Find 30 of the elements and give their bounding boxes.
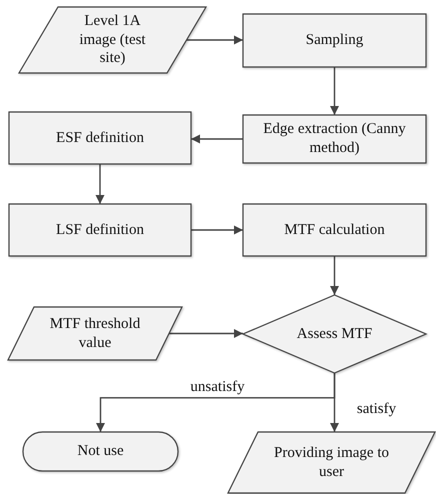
- step-label: Edge extraction (Canny method): [262, 120, 407, 158]
- step-label: ESF definition: [56, 128, 144, 148]
- arrow: [191, 134, 243, 144]
- edge-label: satisfy: [354, 400, 398, 417]
- process-box: [243, 14, 426, 67]
- arrow: [330, 256, 339, 295]
- process-box: [243, 115, 426, 163]
- arrow: [191, 226, 243, 234]
- step-label: Level 1A image (test site): [78, 12, 147, 68]
- output-parallelogram: [228, 432, 435, 493]
- input-parallelogram: [19, 7, 206, 73]
- edge-label: unsatisfy: [188, 378, 247, 396]
- step-label: MTF calculation: [284, 220, 385, 240]
- step-label: MTF threshold value: [48, 314, 142, 352]
- step-label: Assess MTF: [296, 324, 372, 344]
- arrow: [169, 329, 243, 338]
- decision-diamond: [243, 295, 426, 373]
- process-box: [243, 204, 426, 256]
- input-parallelogram: [8, 307, 182, 360]
- step-label: Providing image to user: [273, 444, 390, 482]
- arrow: [96, 164, 104, 204]
- terminal-box: [23, 432, 178, 471]
- process-box: [9, 204, 191, 256]
- process-box: [9, 112, 191, 164]
- arrow: [186, 36, 243, 44]
- step-label: Sampling: [306, 31, 364, 50]
- step-label: Not use: [77, 442, 124, 461]
- step-label: LSF definition: [56, 220, 144, 240]
- arrow: [330, 373, 339, 432]
- arrow: [330, 67, 339, 115]
